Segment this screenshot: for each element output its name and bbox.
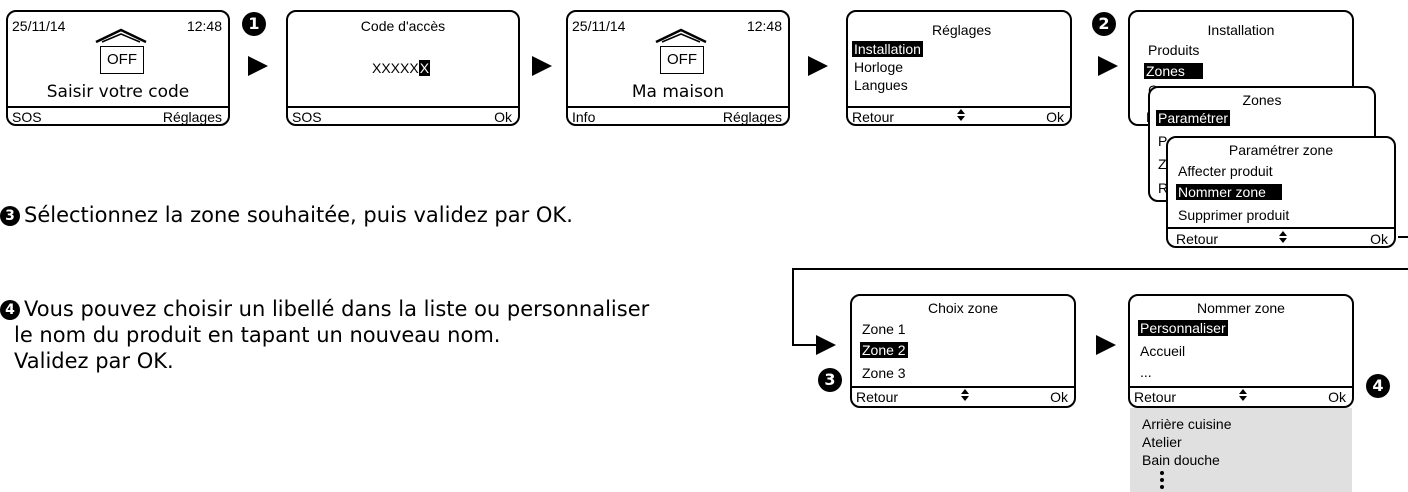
step-badge-3: 3 [0,206,20,226]
menu-item-selected: Paramétrer [1156,110,1231,126]
up-down-arrows-icon [956,108,966,124]
softkey-left: Retour [1176,231,1219,247]
menu-item-selected: Personnaliser [1138,320,1228,336]
softkey-right: Ok [1370,231,1388,247]
screen-name-zone: Nommer zone Personnaliser Accueil ... Re… [1128,294,1354,408]
menu-item: Z [1158,156,1167,172]
menu-item: Langues [854,77,908,93]
menu-item: Horloge [854,59,904,75]
screen-title: Choix zone [927,300,999,316]
menu-item-selected: Installation [852,41,923,57]
menu-item-selected: Nommer zone [1176,184,1282,200]
vertical-ellipsis-icon [1160,471,1164,489]
screen-access-code: Code d'accès XXXXXX SOS Ok [286,10,520,126]
menu-item: Accueil [1140,343,1186,359]
instruction-step-4-line3: Validez par OK. [14,349,174,373]
screen-home-house: 25/11/14 12:48 OFF Ma maison Info Réglag… [566,10,790,126]
screen-title: Réglages [932,22,992,38]
right-arrow-icon [1098,56,1118,76]
screen-choose-zone: Choix zone Zone 1 Zone 2 Zone 3 Retour O… [850,294,1076,408]
menu-item: Zone 3 [862,365,906,381]
menu-item-selected: Zones [1144,63,1203,79]
connector-line [792,344,818,346]
softkey-right: Ok [1328,389,1346,405]
code-cursor: X [418,60,431,76]
house-icon [655,28,707,44]
screen-title: Code d'accès [360,18,446,34]
softkey-left: Retour [856,389,899,405]
screen-title: Zones [1242,92,1282,108]
softkey-right: Réglages [162,109,222,125]
date-label: 25/11/14 [572,18,626,34]
softkey-left: Retour [852,109,895,125]
date-label: 25/11/14 [12,18,66,34]
softkey-left: SOS [12,109,42,125]
list-item: Atelier [1142,434,1182,450]
screen-title: Nommer zone [1197,300,1285,316]
code-field: XXXXXX [372,60,431,76]
menu-item: Produits [1148,42,1200,58]
softkey-left: SOS [292,109,322,125]
time-label: 12:48 [746,18,782,34]
connector-line [792,268,1408,270]
step-badge-4: 4 [0,300,20,320]
step-badge-3: 3 [818,368,842,392]
screen-configure-zone: Paramétrer zone Affecter produit Nommer … [1166,136,1396,248]
list-item: Bain douche [1142,452,1220,468]
status-box: OFF [100,46,144,74]
connector-line [792,268,794,346]
up-down-arrows-icon [1238,388,1248,406]
softkey-left: Info [572,109,596,125]
right-arrow-icon [816,335,836,355]
right-arrow-icon [248,56,268,76]
menu-item: Zone 1 [862,321,906,337]
screen-message: Ma maison [631,82,725,102]
step-badge-4: 4 [1366,374,1390,398]
softkey-right: Ok [494,109,512,125]
menu-item: Supprimer produit [1178,207,1290,223]
screen-home-off: 25/11/14 12:48 OFF Saisir votre code SOS… [6,10,230,126]
softkey-right: Réglages [722,109,782,125]
softkey-right: Ok [1050,389,1068,405]
screen-title: Paramétrer zone [1228,142,1334,158]
right-arrow-icon [1096,335,1116,355]
up-down-arrows-icon [960,388,970,406]
menu-item: P [1158,133,1168,149]
step-badge-2: 2 [1092,12,1116,36]
time-label: 12:48 [186,18,222,34]
instruction-step-4-line2: le nom du produit en tapant un nouveau n… [14,323,501,347]
screen-message: Saisir votre code [46,82,190,102]
status-box: OFF [660,46,704,74]
softkey-left: R [1158,180,1169,196]
right-arrow-icon [808,56,828,76]
screen-settings: Réglages Installation Horloge Langues Re… [846,10,1072,126]
step-badge-1: 1 [242,12,266,36]
menu-item: Affecter produit [1178,163,1273,179]
menu-item: ... [1140,364,1152,380]
zone-name-list: Arrière cuisine Atelier Bain douche [1130,408,1352,492]
connector-line [1398,236,1408,238]
right-arrow-icon [532,56,552,76]
softkey-right: Ok [1046,109,1064,125]
screen-title: Installation [1207,22,1275,38]
softkey-left: Retour [1134,389,1177,405]
list-item: Arrière cuisine [1142,416,1232,432]
menu-item-selected: Zone 2 [860,342,908,358]
up-down-arrows-icon [1278,230,1288,246]
house-icon [95,28,147,44]
